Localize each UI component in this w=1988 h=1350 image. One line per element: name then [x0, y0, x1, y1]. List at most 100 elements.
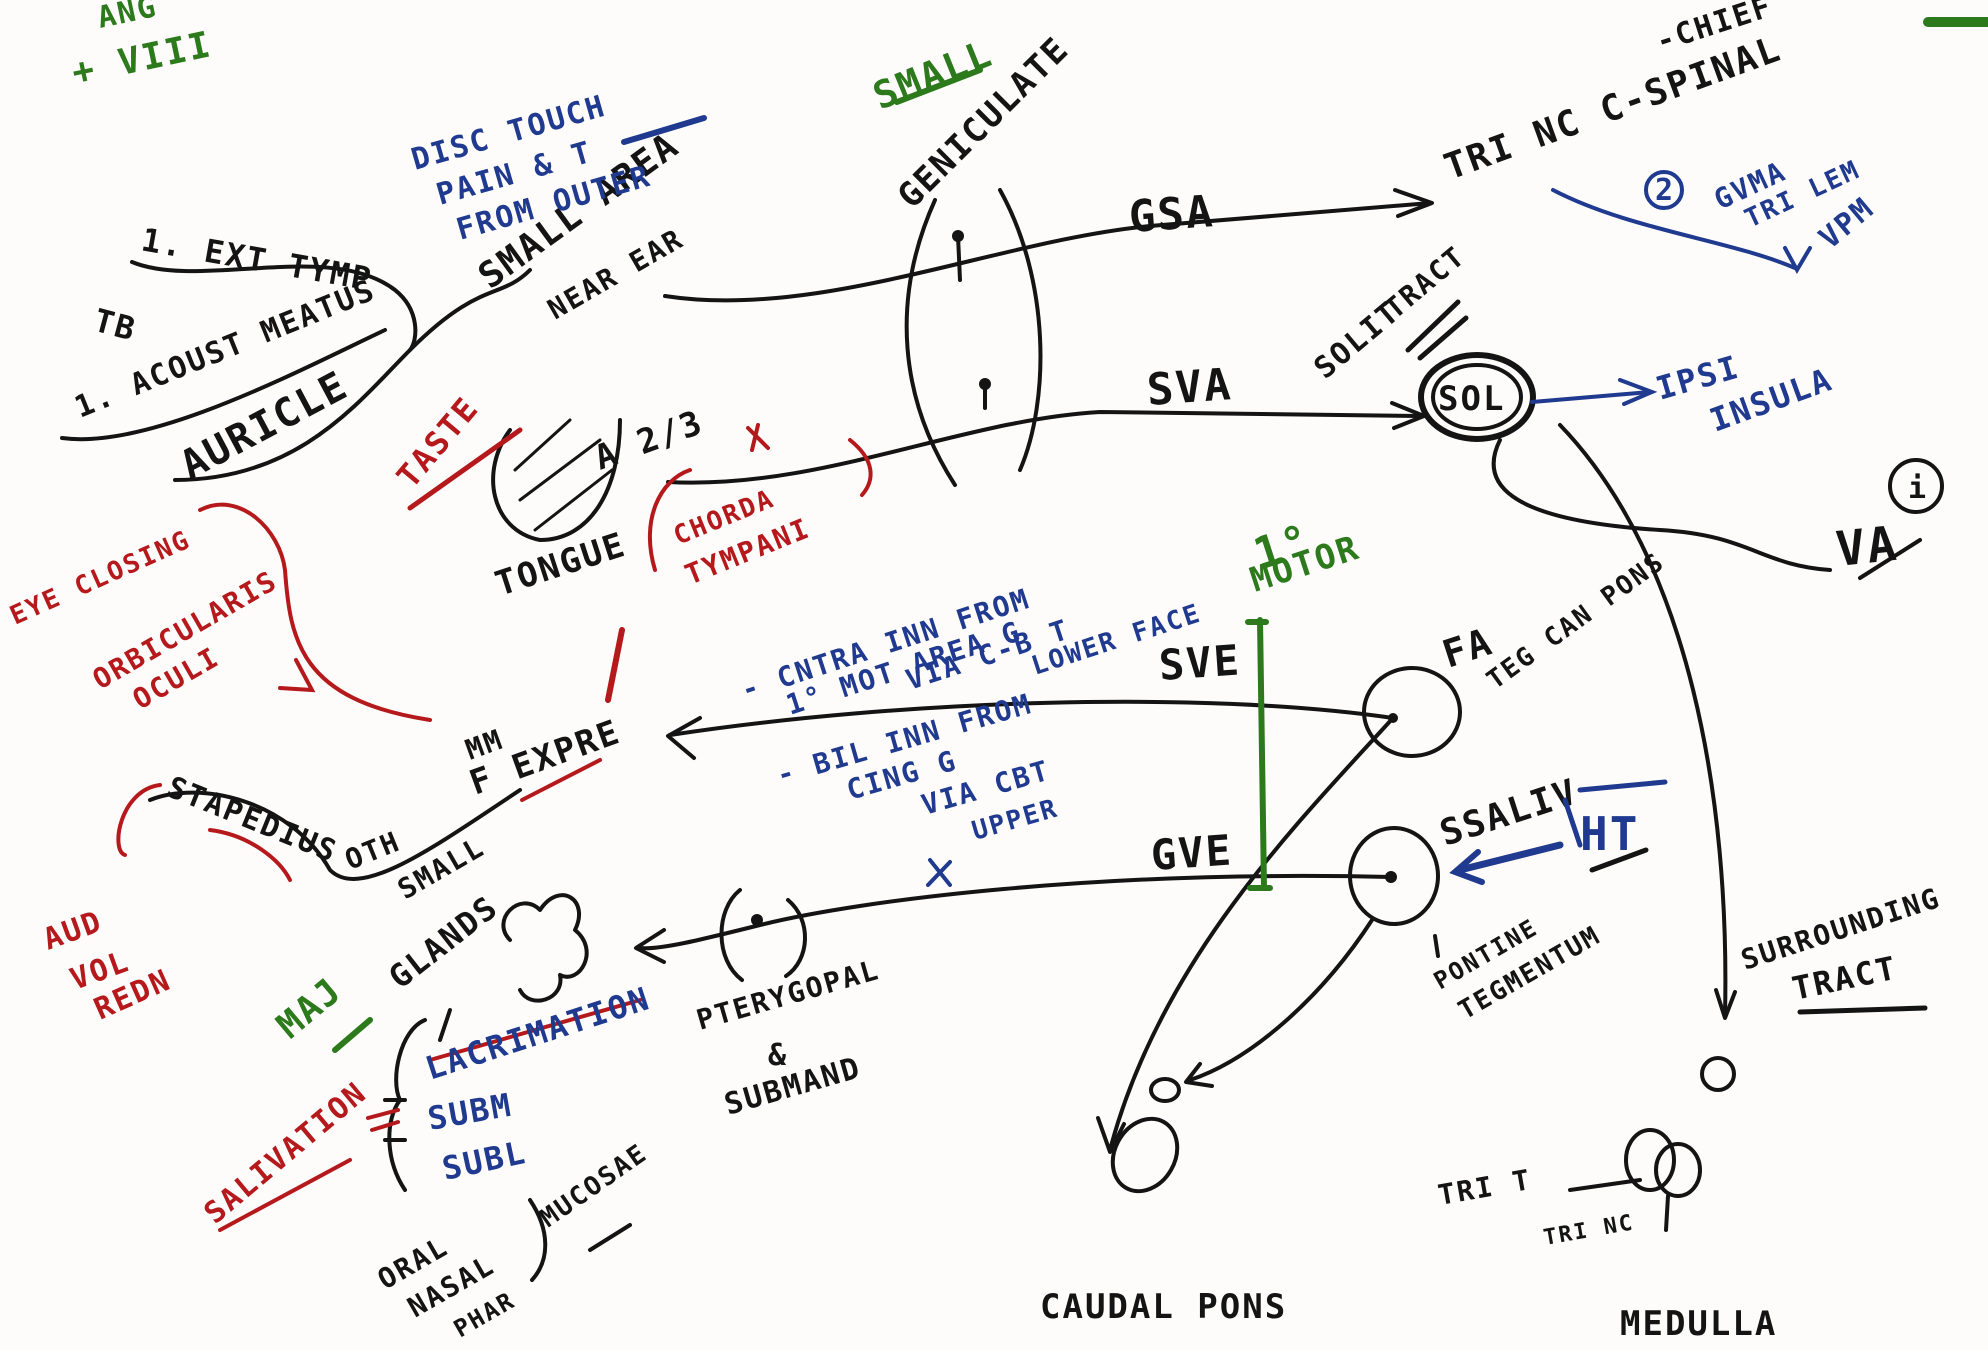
sva-label: SVA	[1145, 359, 1234, 416]
stapedius-label: STAPEDIUS	[162, 770, 343, 870]
pterygopal-label-1: PTERYGOPAL	[693, 953, 883, 1037]
va-circle	[1888, 458, 1944, 514]
aud-vol-label-1: AUD	[39, 904, 108, 957]
caudal-pons-large-oval	[1110, 1116, 1180, 1194]
ssaliv-descending	[1188, 918, 1374, 1082]
trig-nucleus-label: TRI NC C-SPINAL	[1439, 28, 1787, 188]
trig-nucleus-oval-1	[1624, 1128, 1676, 1192]
glands-bracket	[387, 1018, 427, 1192]
subm-label: SUBM	[425, 1086, 515, 1138]
sve-arrowhead	[666, 716, 702, 760]
chorda-star	[746, 423, 770, 452]
taste-label: TASTE	[389, 389, 486, 495]
geniculate-ganglion-left	[904, 198, 957, 487]
pterygopal-label-2: &	[768, 1038, 788, 1073]
stapedius-red-underline	[208, 828, 292, 882]
eye-closing-curve	[198, 502, 432, 722]
small-top-underline	[894, 67, 983, 105]
sol-to-insula	[1530, 390, 1652, 404]
salivation-underline	[218, 1158, 352, 1232]
gve-label: GVE	[1149, 825, 1234, 880]
trig-nucleus-oval-2	[1654, 1142, 1702, 1198]
fa-loop-arrowhead	[1096, 1116, 1126, 1154]
trig-lem-number: 2	[1655, 173, 1675, 208]
two-thirds-label: A 2/3	[589, 402, 708, 478]
sol-to-va-pathway	[1491, 438, 1832, 572]
maj-underline	[332, 1017, 373, 1053]
eye-closing-label: EYE CLOSING	[6, 525, 196, 631]
mucosae-divider	[528, 1198, 548, 1282]
taste-strikethrough	[407, 427, 523, 511]
pterygopal-cell-dot	[751, 914, 763, 926]
caudal-pons-label: CAUDAL PONS	[1040, 1287, 1287, 1327]
pontine-tick	[1433, 934, 1440, 958]
subl-label: SUBL	[439, 1133, 530, 1188]
salivation-ticks	[366, 1108, 400, 1132]
caudal-pons-small-oval	[1149, 1077, 1181, 1103]
ext-meatus-curve	[60, 328, 387, 442]
va-underline	[1858, 538, 1922, 580]
motor-column-caps	[1245, 619, 1273, 891]
sol-descending-arrowhead	[1714, 988, 1737, 1020]
mucosae-underline	[588, 1223, 632, 1252]
tongue-hatching	[513, 418, 614, 532]
auricle-curve	[173, 268, 532, 482]
sol-nucleus-inner	[1431, 363, 1523, 431]
ht-underline	[1589, 847, 1649, 873]
ht-bar	[1562, 797, 1583, 848]
tongue-shape	[491, 418, 622, 542]
stapedius-red-curve	[116, 783, 162, 857]
medulla-label: MEDULLA	[1620, 1304, 1777, 1344]
trig-tract-label: TRI T	[1435, 1163, 1534, 1212]
glands-stem	[438, 1008, 452, 1042]
glands-cloud	[501, 893, 589, 1003]
medulla-circle	[1700, 1056, 1736, 1092]
gsa-pathway	[663, 201, 1432, 303]
gsa-label: GSA	[1127, 186, 1216, 243]
sol-nucleus-outer	[1418, 352, 1536, 442]
gve-arrowhead	[634, 928, 666, 964]
teg-pons-label: TEG CAN PONS	[1481, 547, 1670, 696]
gsa-arrowhead	[1393, 188, 1434, 218]
gve-pathway	[638, 873, 1393, 951]
sol-label: SOL	[1438, 379, 1505, 419]
chorda-paren-left	[647, 468, 692, 572]
gve-cross-mark	[926, 858, 952, 887]
pterygopal-ganglion-right	[784, 898, 807, 978]
facial-motor-nucleus	[1362, 666, 1462, 758]
motor-column-bar	[1257, 617, 1267, 891]
surrounding-underline	[1797, 1005, 1928, 1015]
top-left-label-b: + VIII	[68, 24, 215, 94]
chorda-paren-right	[848, 438, 873, 497]
stapedius-curve	[148, 788, 522, 881]
gsa-cell-stalk	[956, 234, 962, 282]
solit-tract-marks	[1405, 299, 1469, 361]
trig-nucleus-stem	[1664, 1194, 1670, 1232]
glands-label: GLANDS	[382, 888, 506, 996]
ht-label: HT	[1580, 807, 1639, 861]
ssaliv-arrowhead	[1184, 1062, 1214, 1088]
mucosae-label: MUCOSAE	[535, 1138, 653, 1233]
trig-tract-line	[1568, 1178, 1642, 1192]
ht-arrowhead	[1449, 849, 1485, 885]
pterygopal-ganglion-left	[719, 888, 744, 982]
trig-lem-number-circle	[1644, 170, 1684, 210]
mm-expression-underline	[520, 758, 602, 802]
maj-label: MAJ	[269, 970, 350, 1047]
fa-descending-loop	[1108, 716, 1395, 1152]
geniculate-ganglion-right	[998, 188, 1043, 472]
sva-pathway	[666, 410, 1422, 485]
trig-lem-curve	[1551, 188, 1797, 270]
mm-expression-bar	[605, 627, 625, 703]
trig-lem-bar	[1783, 246, 1812, 275]
va-label: VA	[1833, 516, 1900, 578]
sve-pathway	[668, 699, 1395, 737]
tb-label: TB	[90, 301, 141, 349]
trig-nc-label: TRI NC	[1542, 1210, 1636, 1251]
bracket-ticks	[383, 1098, 407, 1142]
lacrimation-label: LACRIMATION	[421, 979, 655, 1087]
lacrimation-underline	[428, 998, 642, 1062]
sve-label: SVE	[1157, 635, 1242, 690]
